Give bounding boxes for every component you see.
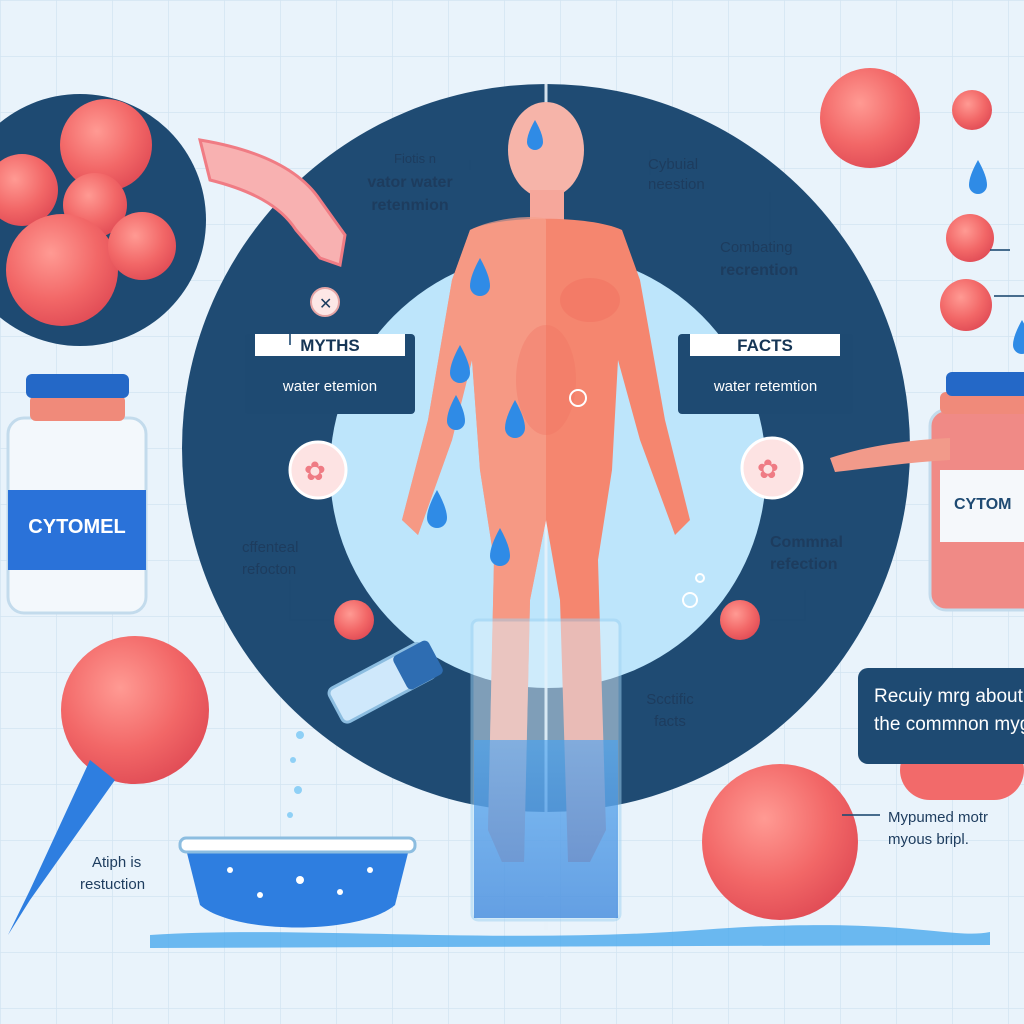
flower-icon: ✿ ✿ [288,436,804,500]
facts-subtitle: water retemtion [713,378,818,395]
x-mark-icon [310,287,340,317]
label-top-center-left-1: Fiotis n [394,151,436,166]
svg-text:✕: ✕ [319,294,332,313]
svg-text:✿: ✿ [304,457,326,487]
label-top-right-1: Cybuial [648,156,699,173]
label-right-mid-1: Combating [720,239,793,256]
label-left-lower-2: refocton [242,561,297,578]
facts-title: FACTS [737,336,793,355]
label-right-lower-2: refection [770,556,838,573]
label-top-center-left-3: retenmion [371,197,449,214]
callout-line-2: the commnon myg [874,714,1024,735]
callout-line-1: Recuiy mrg about [874,686,1023,707]
pill-icon [0,99,176,326]
callout-box [858,668,1024,764]
label-left-lower-1: cffenteal [242,539,299,556]
right-bottle-label: CYTOM [954,496,1012,513]
label-top-right-2: neestion [648,176,705,193]
label-center-bottom-1: Scctific [646,691,694,708]
label-bottom-left-1: Atiph is [92,854,142,871]
myths-title: MYTHS [300,336,360,355]
label-bottom-right-1: Mypumed motr [888,809,989,826]
myths-subtitle: water etemion [282,378,378,395]
left-bottle-label: CYTOMEL [28,516,126,538]
pipette-icon [327,640,443,724]
label-center-bottom-2: facts [654,713,686,730]
label-right-lower-1: Commnal [770,534,843,551]
label-bottom-right-2: myous bripl. [888,831,969,848]
water-drop-icon [427,120,1024,566]
label-bottom-left-2: restuction [80,876,146,893]
label-top-center-left-2: vator water [367,174,453,191]
svg-text:✿: ✿ [757,455,779,485]
label-right-mid-2: recrention [720,262,799,279]
